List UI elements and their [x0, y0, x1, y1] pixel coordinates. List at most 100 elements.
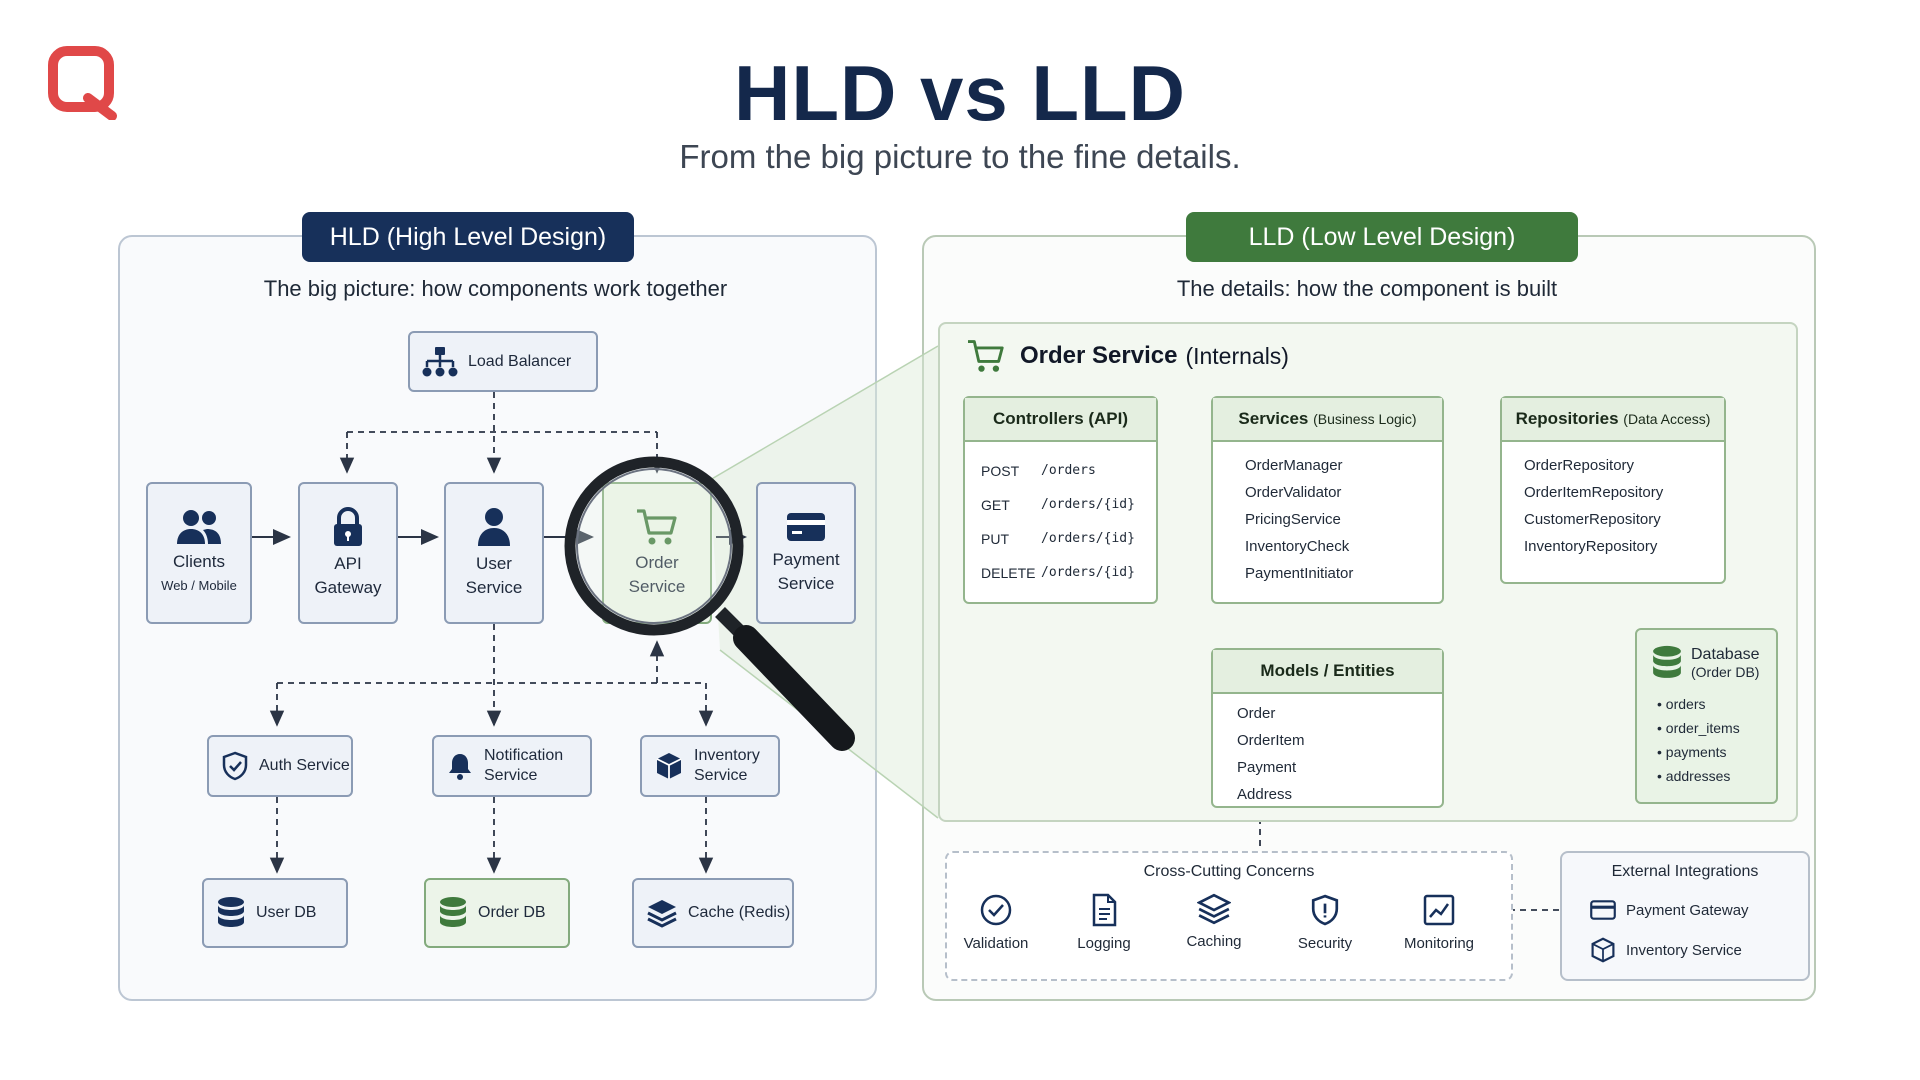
internals-title: Order Service [1020, 342, 1178, 369]
notification-service-line2: Service [484, 767, 538, 784]
api-path: /orders/{id} [1041, 497, 1135, 512]
internals-header: Order Service (Internals) [966, 338, 1289, 374]
shield-icon [1311, 894, 1339, 926]
order-service-node: Order Service [602, 482, 712, 624]
payment-gateway-item: Payment Gateway [1590, 899, 1749, 921]
list-item: OrderItem [1237, 732, 1305, 749]
api-method: PUT [981, 531, 1009, 547]
layers-icon [647, 900, 677, 928]
validation-label: Validation [963, 935, 1029, 952]
table-name: orders [1665, 696, 1706, 712]
list-item: • payments [1657, 744, 1727, 760]
table-name: order_items [1665, 720, 1740, 736]
api-gateway-line2: Gateway [314, 578, 382, 597]
box-icon [1591, 937, 1615, 963]
page-subtitle: From the big picture to the fine details… [679, 138, 1241, 175]
magnifier-icon [564, 456, 855, 751]
table-name: payments [1665, 744, 1727, 760]
logging-item: Logging [1049, 893, 1159, 952]
api-row: GET/orders/{id} [965, 488, 1156, 522]
list-item: OrderValidator [1245, 484, 1342, 501]
hierarchy-icon [422, 346, 458, 376]
inventory-service-line2: Service [694, 767, 748, 784]
cross-cutting-title: Cross-Cutting Concerns [1143, 863, 1315, 880]
list-item: OrderItemRepository [1524, 484, 1664, 501]
inventory-service-node: Inventory Service [640, 735, 780, 797]
logging-label: Logging [1077, 935, 1131, 952]
caching-label: Caching [1186, 933, 1242, 950]
table-name: addresses [1665, 768, 1731, 784]
cache-node: Cache (Redis) [632, 878, 794, 948]
database-icon [440, 897, 466, 927]
page-title: HLD vs LLD [733, 49, 1187, 137]
load-balancer-label: Load Balancer [468, 352, 572, 370]
bell-icon [449, 754, 471, 780]
payment-service-node: Payment Service [756, 482, 856, 624]
user-service-line1: User [476, 554, 512, 573]
inventory-service-line1: Inventory [694, 747, 760, 764]
credit-card-icon [787, 513, 825, 541]
cart-icon [637, 509, 677, 545]
api-row: POST/orders [965, 454, 1156, 488]
hld-caption: The big picture: how components work tog… [263, 276, 728, 301]
repositories-header: Repositories (Data Access) [1502, 398, 1724, 442]
api-row: DELETE/orders/{id} [965, 556, 1156, 590]
caching-item: Caching [1159, 893, 1269, 950]
list-item: • addresses [1657, 768, 1731, 784]
user-service-line2: Service [465, 578, 523, 597]
clients-label: Clients [173, 552, 225, 571]
list-item: PaymentInitiator [1245, 565, 1354, 582]
list-item: • orders [1657, 696, 1706, 712]
payment-gateway-label: Payment Gateway [1626, 901, 1749, 919]
check-circle-icon [980, 894, 1012, 926]
clients-node: Clients Web / Mobile [146, 482, 252, 624]
user-db-label: User DB [256, 904, 317, 921]
user-icon [478, 508, 510, 546]
shield-check-icon [222, 751, 248, 781]
security-item: Security [1270, 893, 1380, 952]
credit-card-icon [1590, 900, 1616, 920]
users-icon [177, 510, 221, 544]
cache-label: Cache (Redis) [688, 904, 791, 921]
list-item: Order [1237, 705, 1276, 722]
list-item: • order_items [1657, 720, 1740, 736]
database-icon [1653, 645, 1681, 678]
chart-line-icon [1423, 894, 1455, 926]
external-title: External Integrations [1611, 863, 1759, 880]
payment-service-line2: Service [777, 574, 835, 593]
auth-service-label: Auth Service [259, 757, 350, 774]
internals-suffix: (Internals) [1185, 342, 1289, 369]
hld-badge: HLD (High Level Design) [302, 212, 634, 262]
list-item: InventoryCheck [1245, 538, 1350, 555]
external-integrations-box: External Integrations Payment Gateway In… [1560, 851, 1810, 981]
auth-service-node: Auth Service [207, 735, 353, 797]
api-path: /orders/{id} [1041, 565, 1135, 580]
document-icon [1092, 893, 1117, 927]
list-item: Address [1237, 786, 1293, 803]
cross-cutting-box: Cross-Cutting Concerns Validation Loggin… [945, 851, 1513, 981]
user-db-node: User DB [202, 878, 348, 948]
database-header: Database (Order DB) [1637, 630, 1776, 682]
notification-service-node: Notification Service [432, 735, 592, 797]
database-box: Database (Order DB) • orders • order_ite… [1635, 628, 1778, 804]
inventory-service-label: Inventory Service [1626, 941, 1742, 959]
brand-logo [48, 46, 118, 121]
models-title: Models / Entities [1213, 650, 1442, 694]
lld-badge: LLD (Low Level Design) [1186, 212, 1578, 262]
services-title: Services [1238, 409, 1309, 428]
order-db-node: Order DB [424, 878, 570, 948]
database-sub: (Order DB) [1691, 664, 1760, 680]
box-icon [656, 753, 682, 779]
security-label: Security [1297, 935, 1353, 952]
database-icon [218, 897, 244, 927]
controllers-title: Controllers (API) [965, 398, 1156, 442]
lock-icon [334, 507, 362, 546]
payment-service-line1: Payment [772, 550, 840, 569]
api-method: GET [981, 497, 1010, 513]
monitoring-item: Monitoring [1384, 893, 1494, 952]
list-item: PricingService [1245, 511, 1341, 528]
order-db-label: Order DB [478, 904, 546, 921]
api-method: DELETE [981, 565, 1036, 581]
services-title-suffix: (Business Logic) [1313, 411, 1417, 427]
list-item: OrderManager [1245, 457, 1343, 474]
